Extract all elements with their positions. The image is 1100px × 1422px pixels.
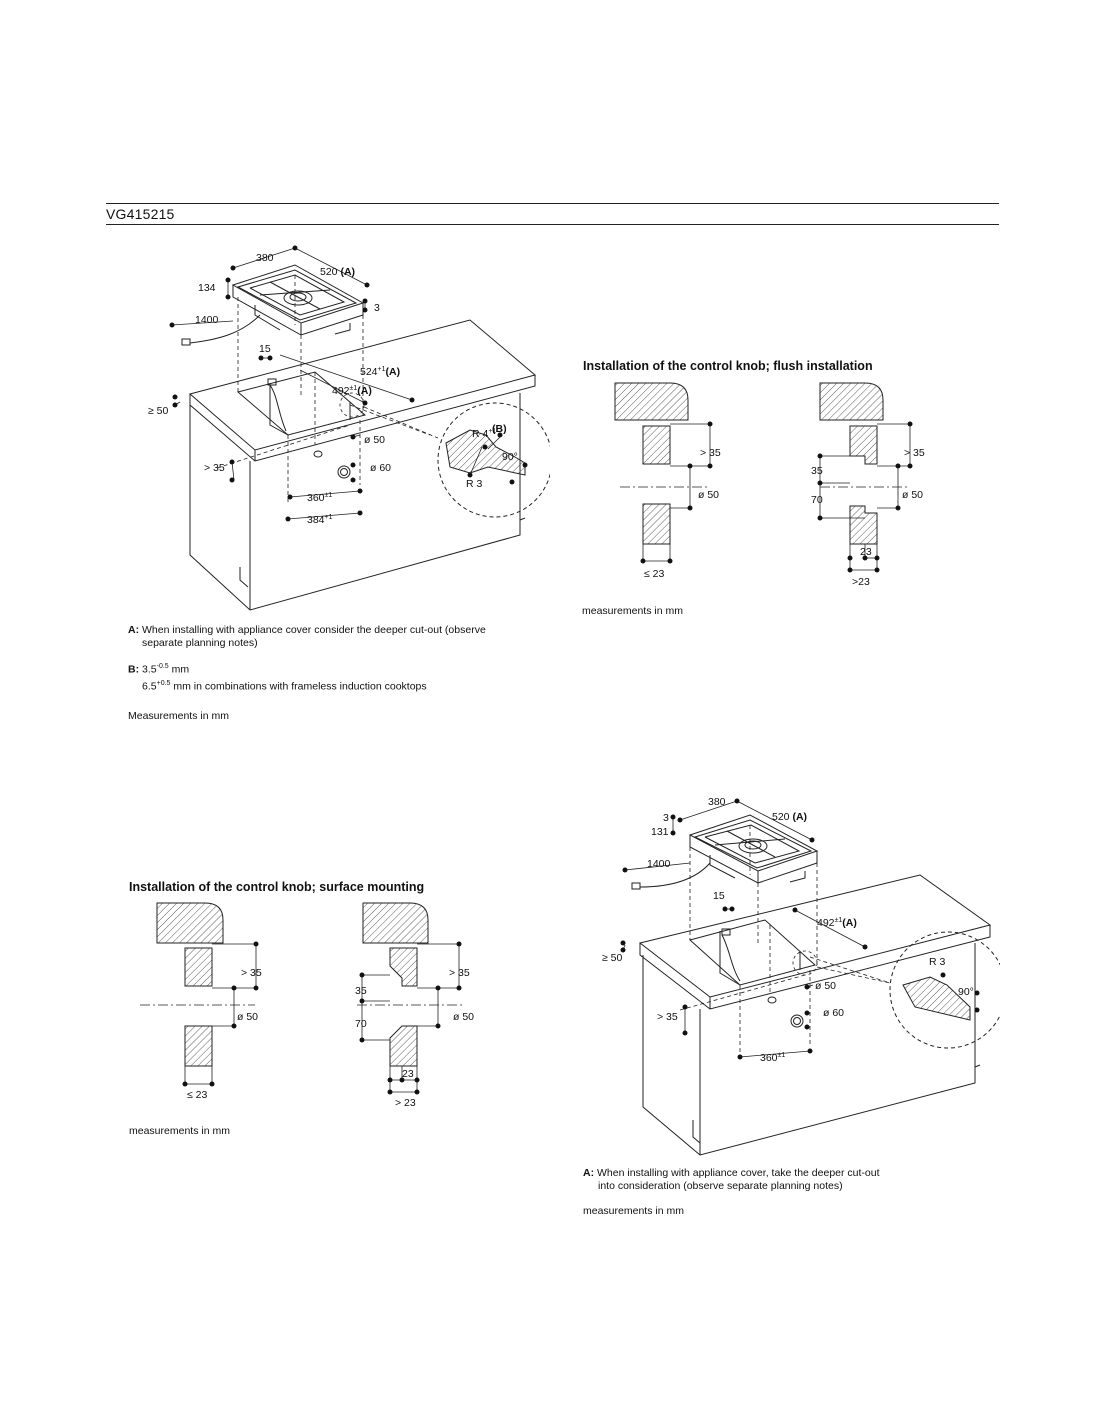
surface-left-d50: ø 50: [237, 1011, 258, 1023]
dim-knob: ø 60: [370, 462, 391, 474]
dim-cutout-width: 492±1(A): [332, 385, 372, 397]
bdim-knob-height: > 35: [657, 1011, 678, 1023]
flush-right-70: 70: [811, 494, 823, 506]
dim-cutout-depth: 524+1(A): [360, 366, 400, 378]
flush-right-23: 23: [860, 546, 872, 558]
cooktop-cutout-diagram-top: 380 520 (A) 134 3 1400 15 524+1(A) 492±1…: [148, 245, 550, 611]
note-b-top: B: 3.5-0.5 mm 6.5+0.5 mm in combinations…: [128, 663, 427, 692]
surface-left-gt35: > 35: [241, 967, 262, 979]
dim-cut-width2: 384+1: [307, 514, 333, 526]
bdim-knob-offset: 360±1: [760, 1052, 785, 1064]
bdim-angle: 90°: [958, 986, 974, 998]
flush-right-gt23: >23: [852, 576, 870, 588]
surface-right-gt23: > 23: [395, 1097, 416, 1109]
bdim-offset: 15: [713, 890, 725, 902]
header-rule-bottom: [106, 224, 999, 225]
model-number: VG415215: [106, 206, 175, 222]
measurements-note-bottom: measurements in mm: [583, 1205, 684, 1217]
bdim-top-gap: 3: [663, 812, 669, 824]
dim-angle: 90°: [502, 451, 518, 463]
surface-right-23: 23: [402, 1068, 414, 1080]
flush-left-gt35: > 35: [700, 447, 721, 459]
dim-height: 134: [198, 282, 216, 294]
surface-right-d50: ø 50: [453, 1011, 474, 1023]
surface-right-70: 70: [355, 1018, 367, 1030]
dim-knob-height: > 35: [204, 462, 225, 474]
bdim-width: 380: [708, 796, 726, 808]
surface-right-gt35: > 35: [449, 967, 470, 979]
bdim-knob: ø 60: [823, 1007, 844, 1019]
flush-left-le23: ≤ 23: [644, 568, 665, 580]
heading-surface: Installation of the control knob; surfac…: [129, 880, 425, 894]
measurements-note-surface: measurements in mm: [129, 1125, 230, 1137]
bdim-height: 131: [651, 826, 669, 838]
bdim-edge: ≥ 50: [602, 952, 623, 964]
flush-right-gt35: > 35: [904, 447, 925, 459]
dim-edge: ≥ 50: [148, 405, 169, 417]
bdim-cutout-width: 492±1(A): [817, 917, 857, 929]
dim-radius-big-note: (B): [492, 423, 507, 435]
dim-radius-big: R 4+1: [472, 428, 496, 440]
bdim-knob-hole: ø 50: [815, 980, 836, 992]
flush-right-35: 35: [811, 465, 823, 477]
dim-offset: 15: [259, 343, 271, 355]
heading-flush: Installation of the control knob; flush …: [583, 359, 873, 373]
measurements-note-top: Measurements in mm: [128, 710, 229, 722]
dim-width: 380: [256, 252, 274, 264]
measurements-note-flush: measurements in mm: [582, 605, 683, 617]
surface-right-35: 35: [355, 985, 367, 997]
dim-top-gap: 3: [374, 302, 380, 314]
dim-knob-offset: 360±1: [307, 492, 332, 504]
dim-knob-hole: ø 50: [364, 434, 385, 446]
flush-left-d50: ø 50: [698, 489, 719, 501]
note-a-top: A: When installing with appliance cover …: [128, 624, 486, 649]
note-a-bottom: A: When installing with appliance cover,…: [583, 1167, 880, 1192]
surface-left-le23: ≤ 23: [187, 1089, 208, 1101]
dim-cable: 1400: [195, 314, 219, 326]
flush-right-d50: ø 50: [902, 489, 923, 501]
knob-surface-section-diagram: > 35 ø 50 ≤ 23 > 35 35 70 ø 50 23 > 23: [140, 902, 474, 1109]
bdim-radius: R 3: [929, 956, 946, 968]
dim-radius-small: R 3: [466, 478, 483, 490]
header-rule-top: [106, 203, 999, 204]
bdim-cable: 1400: [647, 858, 671, 870]
dim-depth: 520 (A): [320, 266, 355, 278]
knob-flush-section-diagram: > 35 ø 50 ≤ 23 > 35 35 70 ø 50 23 >23: [614, 382, 925, 588]
cooktop-cutout-diagram-bottom: 380 520 (A) 3 131 1400 15 492±1(A) ≥ 50 …: [602, 796, 1000, 1156]
bdim-depth: 520 (A): [772, 811, 807, 823]
